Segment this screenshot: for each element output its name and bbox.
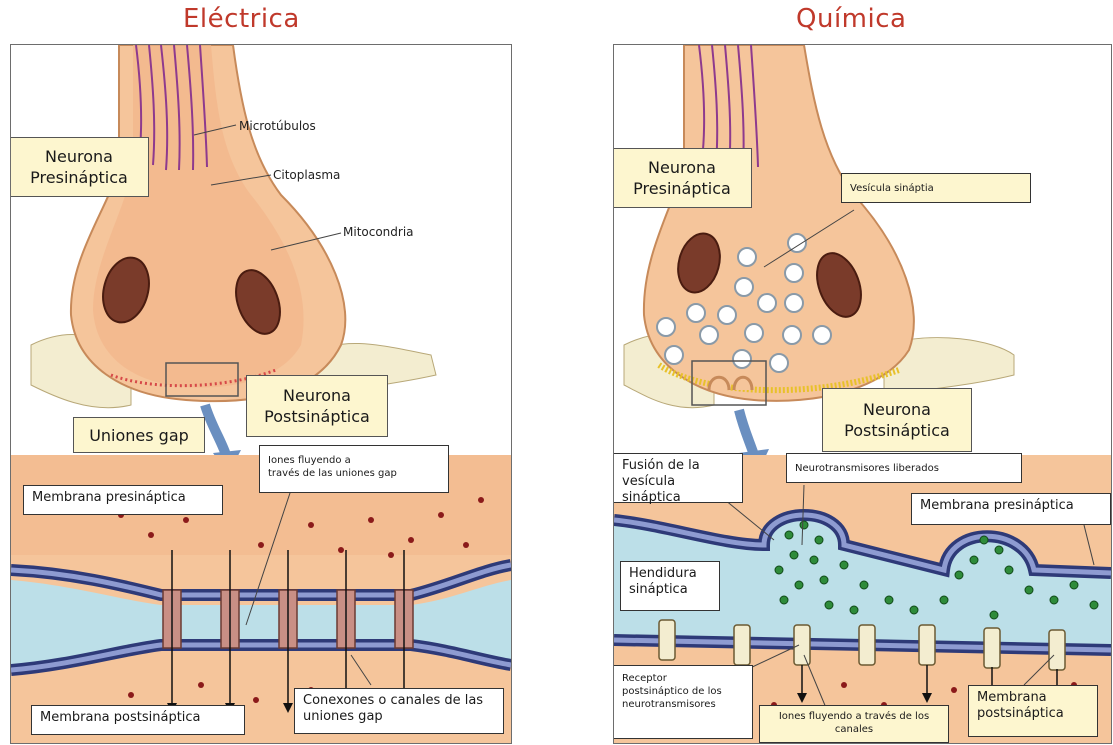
q-presinaptica-line1: Neurona [633,157,731,178]
label-fusion-vesicula: Fusión de la vesícula sináptica [613,453,743,503]
q-membrana-post-line1: Membrana [977,690,1089,706]
title-electrica: Eléctrica [183,4,300,34]
q-iones-line2: canales [768,723,940,736]
label-iones-fluyendo-electrica: Iones fluyendo a través de las uniones g… [259,445,449,493]
presinaptica-line2: Presináptica [30,167,128,188]
label-receptor-postsinaptico: Receptor postsináptico de los neurotrans… [613,665,753,739]
hendidura-line1: Hendidura [629,566,711,582]
q-postsinaptica-line2: Postsináptica [844,420,950,441]
fusion-line2: vesícula sináptica [622,474,734,506]
label-membrana-postsinaptica-quimica: Membrana postsináptica [968,685,1098,737]
iones-line1: Iones fluyendo a [268,454,440,467]
label-membrana-presinaptica-quimica: Membrana presináptica [911,493,1111,525]
fusion-line1: Fusión de la [622,458,734,474]
hendidura-line2: sináptica [629,582,711,598]
label-microtubulos: Microtúbulos [239,119,316,133]
postsinaptica-line2: Postsináptica [264,406,370,427]
label-vesicula-sinaptica: Vesícula sináptia [841,173,1031,203]
receptor-line1: Receptor [622,672,744,685]
label-uniones-gap: Uniones gap [73,417,205,453]
label-citoplasma: Citoplasma [273,168,340,182]
conexones-line1: Conexones o canales de las [303,693,495,709]
label-membrana-presinaptica-electrica: Membrana presináptica [23,485,223,515]
q-presinaptica-line2: Presináptica [633,178,731,199]
label-mitocondria: Mitocondria [343,225,414,239]
label-neurotransmisores-liberados: Neurotransmisores liberados [786,453,1022,483]
presinaptica-line1: Neurona [30,146,128,167]
label-iones-fluyendo-quimica: Iones fluyendo a través de los canales [759,705,949,743]
panel-electrica: Microtúbulos Citoplasma Mitocondria Neur… [10,44,512,744]
conexones-line2: uniones gap [303,709,495,725]
q-membrana-post-line2: postsináptica [977,706,1089,722]
title-quimica: Química [796,4,906,34]
label-membrana-postsinaptica-electrica: Membrana postsináptica [31,705,245,735]
iones-line2: través de las uniones gap [268,467,440,480]
label-hendidura-sinaptica: Hendidura sináptica [620,561,720,611]
postsinaptica-line1: Neurona [264,385,370,406]
receptor-line2: postsináptico de los [622,685,744,698]
q-postsinaptica-line1: Neurona [844,399,950,420]
receptor-line3: neurotransmisores [622,698,744,711]
q-iones-line1: Iones fluyendo a través de los [768,710,940,723]
label-conexones: Conexones o canales de las uniones gap [294,688,504,734]
